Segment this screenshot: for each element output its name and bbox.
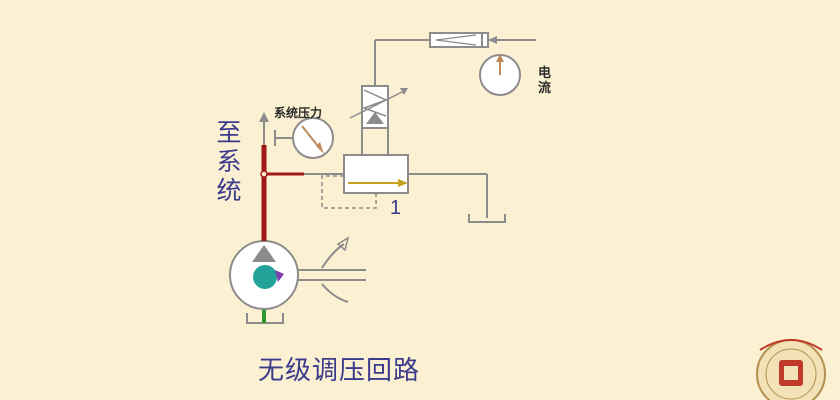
current-label-line1: 电 <box>538 66 552 81</box>
variable-pump <box>229 236 366 310</box>
diagram-caption: 无级调压回路 <box>258 356 421 386</box>
valve-spring-section <box>349 85 408 155</box>
current-label-line2: 流 <box>538 81 552 96</box>
proportional-relief-valve <box>321 154 506 223</box>
solenoid-control <box>374 32 536 86</box>
pressure-line <box>260 145 304 241</box>
system-pressure-gauge <box>274 117 334 159</box>
to-system-arrow <box>259 112 269 145</box>
university-logo <box>756 339 826 400</box>
system-pressure-label: 系统压力 <box>274 106 323 120</box>
valve-number-label: 1 <box>390 197 402 219</box>
current-gauge <box>479 54 521 96</box>
to-system-label: 至系统 <box>216 118 242 205</box>
